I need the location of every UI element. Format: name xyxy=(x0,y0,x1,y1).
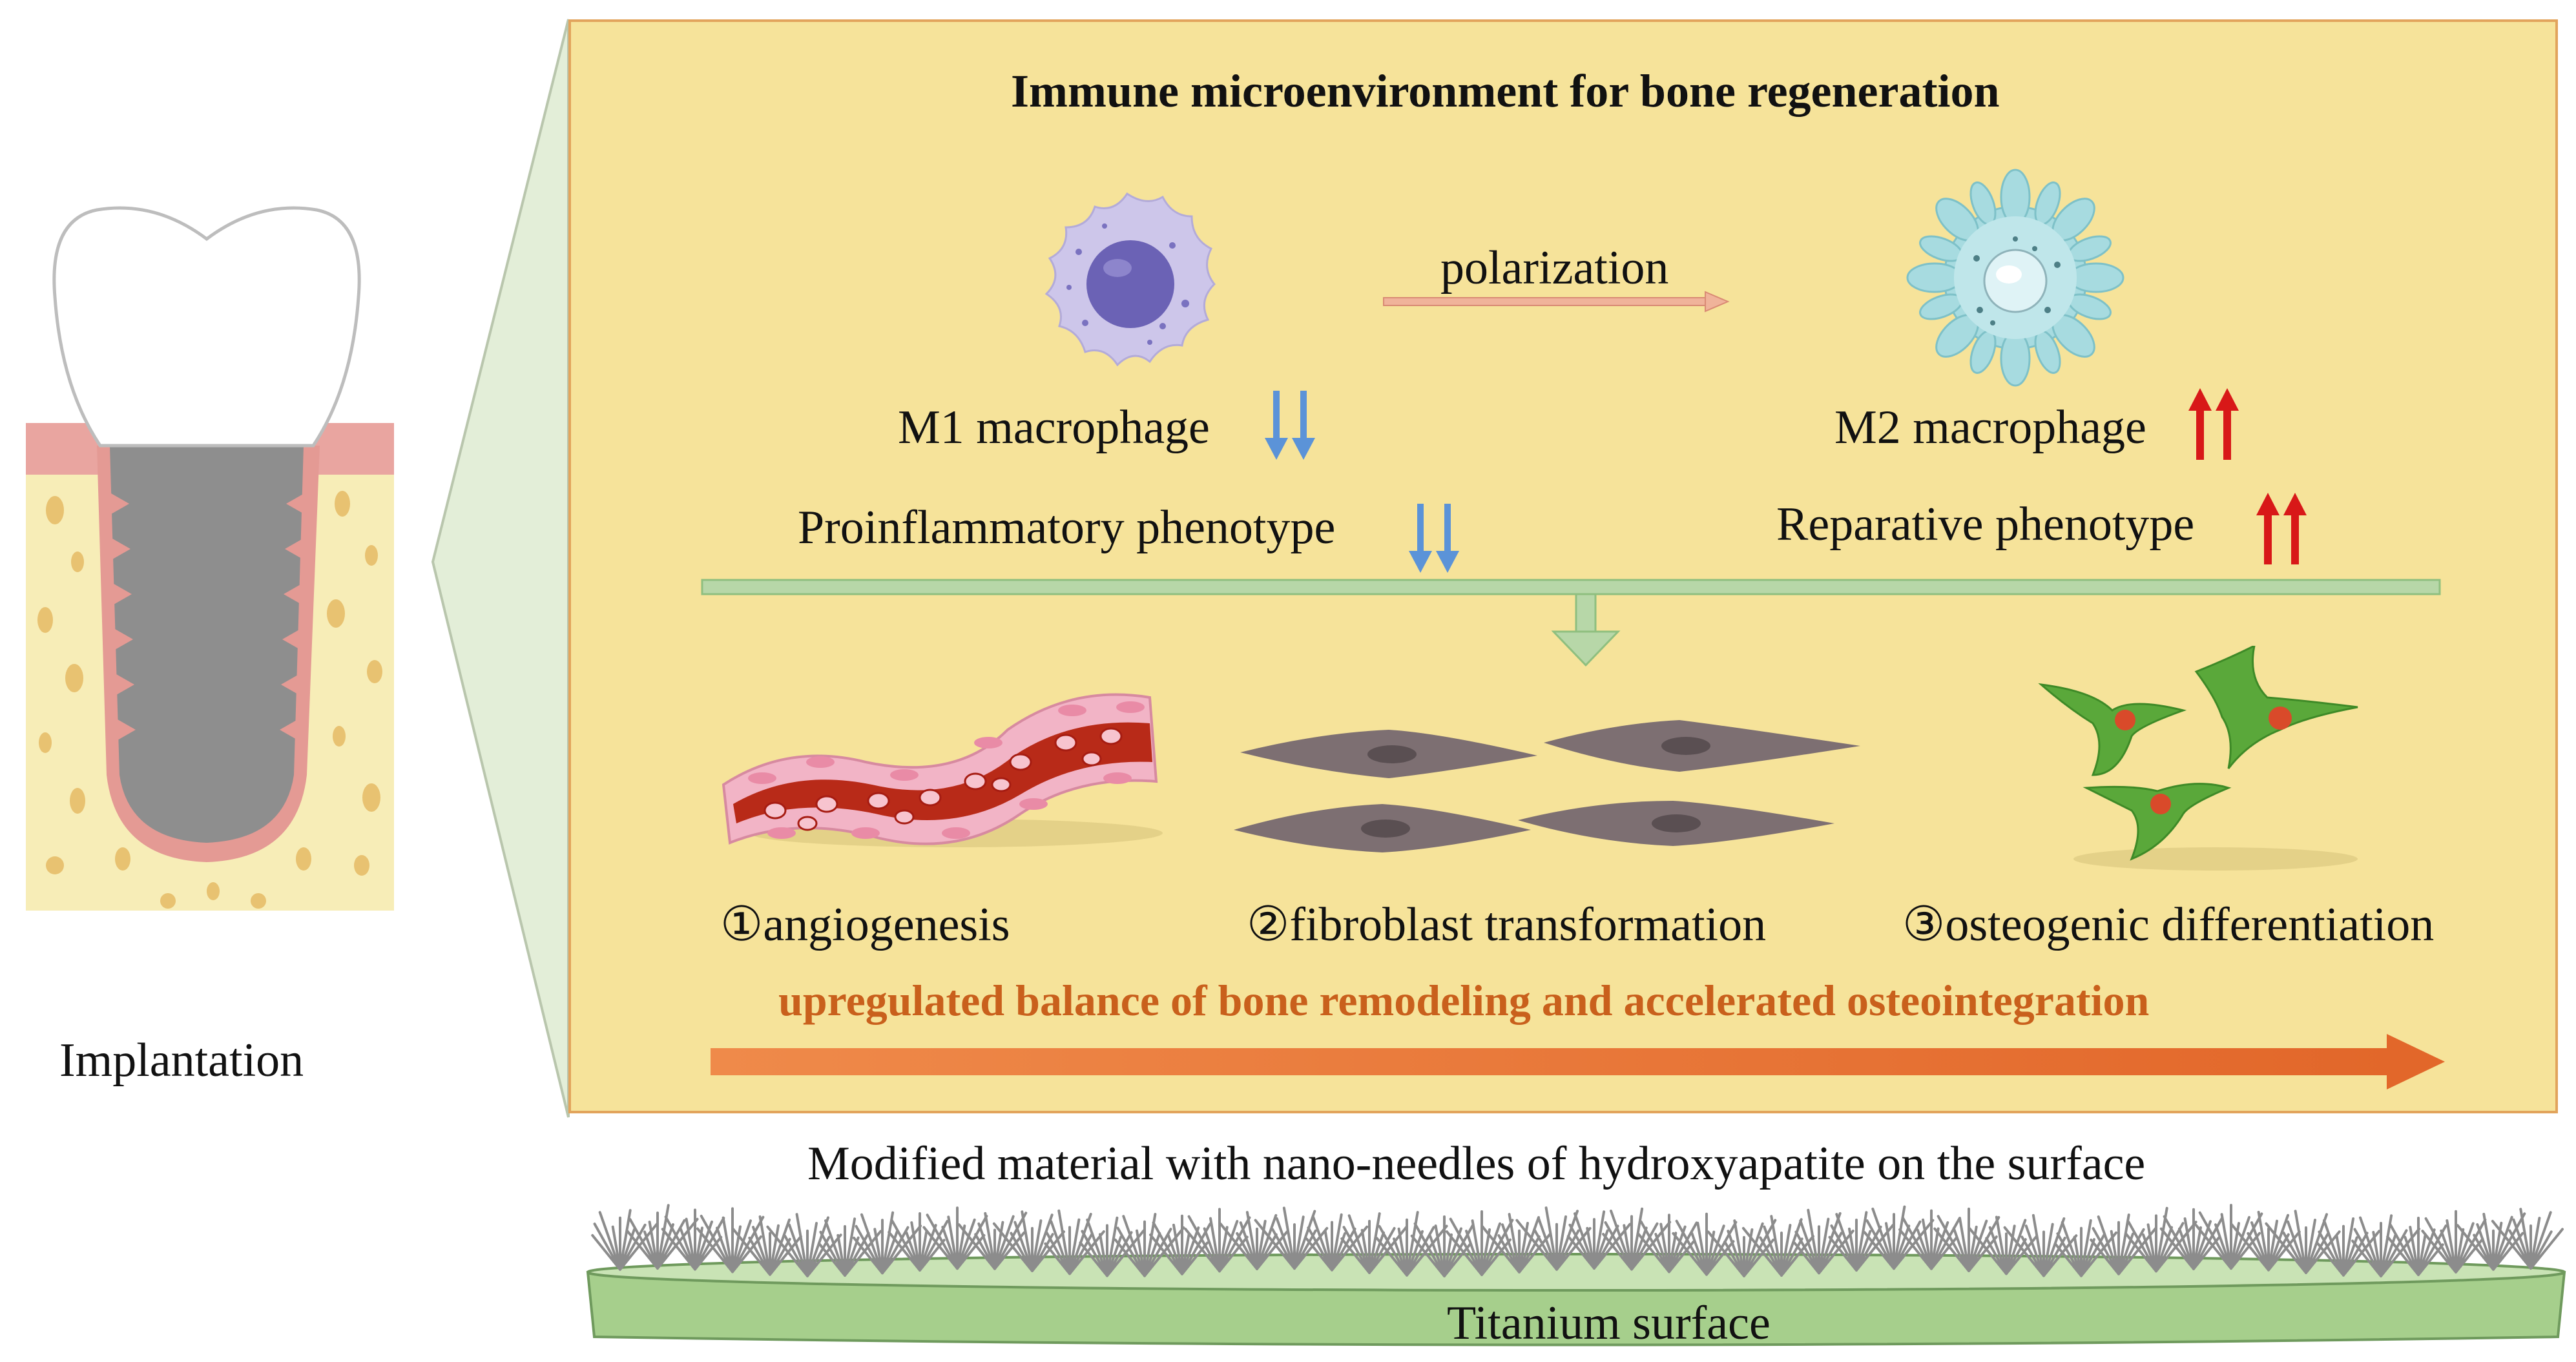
titanium-label: Titanium surface xyxy=(1447,1297,1771,1350)
m1-down-arrow-icon xyxy=(1265,391,1315,460)
blood-vessel-icon xyxy=(722,693,1163,847)
m1-macrophage-icon xyxy=(1044,192,1216,367)
m2-macrophage-label: M2 macrophage xyxy=(1834,401,2146,454)
immune-panel xyxy=(568,19,2558,1113)
fibroblast-icon xyxy=(1234,720,1860,852)
material-label: Modified material with nano-needles of h… xyxy=(807,1137,2146,1190)
m2-macrophage-icon xyxy=(1906,169,2124,387)
osteoblast-icon xyxy=(2038,646,2358,871)
pro-down-arrow-icon xyxy=(1409,504,1459,573)
conclusion-text: upregulated balance of bone remodeling a… xyxy=(778,976,2150,1025)
outcome-osteogenic: ③osteogenic differentiation xyxy=(1902,898,2435,951)
implant-illustration xyxy=(0,0,452,969)
reparative-label: Reparative phenotype xyxy=(1776,498,2195,551)
m1-macrophage-label: M1 macrophage xyxy=(898,401,1210,454)
outcome-fibroblast: ②fibroblast transformation xyxy=(1247,898,1767,951)
proinflammatory-label: Proinflammatory phenotype xyxy=(798,501,1336,554)
polarization-arrow-icon xyxy=(1383,291,1730,313)
zoom-wedge xyxy=(431,19,570,1118)
needle-strokes xyxy=(591,1204,2564,1277)
divider-with-arrow xyxy=(701,579,2441,667)
conclusion-arrow-icon xyxy=(711,1034,2445,1089)
tooth-implant-icon xyxy=(26,206,394,911)
implantation-caption: Implantation xyxy=(59,1034,304,1087)
polarization-label: polarization xyxy=(1440,242,1669,294)
nano-needles-icon xyxy=(586,1204,2566,1347)
m2-up-arrow-icon xyxy=(2188,388,2239,460)
rep-up-arrow-icon xyxy=(2256,493,2307,564)
panel-title: Immune microenvironment for bone regener… xyxy=(1011,65,2000,117)
outcome-angiogenesis: ①angiogenesis xyxy=(720,898,1010,951)
